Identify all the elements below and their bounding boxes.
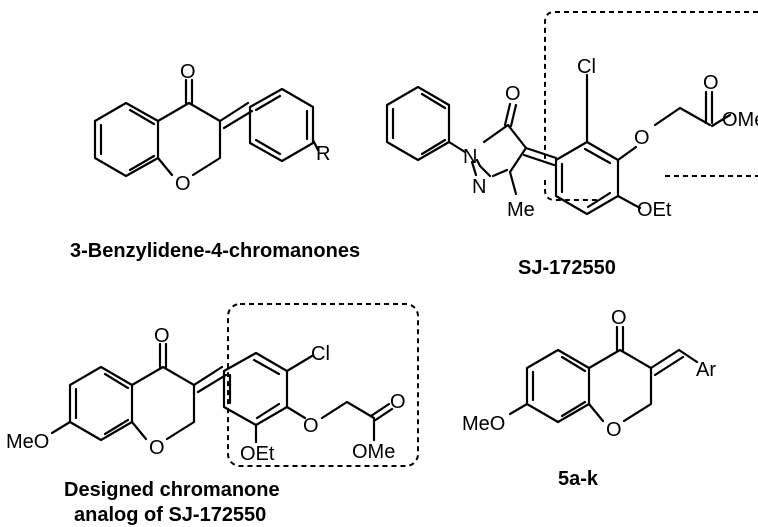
carbonyl-bond [158,342,168,369]
atom-cl: Cl [311,343,330,365]
benzo-ring [68,365,134,442]
atom-n1: N [463,146,477,168]
atom-o-carbonyl: O [611,307,627,329]
atom-o-carbonyl: O [180,61,196,83]
atom-ome: OMe [352,441,395,463]
atom-r-group: R [316,143,330,165]
sj-highlight-box [544,11,758,162]
caption-designed-line2: analog of SJ-172550 [74,504,266,526]
meo-bond [50,420,72,435]
carbonyl-bond [615,325,625,352]
caption-5a-k: 5a-k [558,468,599,490]
phenyl-ring-double-bonds [391,92,447,156]
sj-exocyclic-double-bond [522,146,558,167]
pyrazolone-ring [475,123,528,178]
aryl-ring-double-bonds [254,94,309,156]
atom-oet: OEt [637,199,672,221]
methyl-bond [508,170,518,196]
ester-carbonyl [704,90,714,125]
aryl-ring-double-bonds [228,358,281,420]
molecule-benzylidene-chromanone: O O R 3-Benzylidene-4-chromanones [70,61,360,262]
exocyclic-double-bond [649,348,685,377]
molecule-sj-172550: O N N Me Cl O O OMe OEt SJ-172550 [385,56,758,279]
atom-o-ether: O [303,415,319,437]
caption-sj-172550: SJ-172550 [518,257,616,279]
pyranone-ring [587,348,653,423]
atom-o-ring: O [175,173,191,195]
n-phenyl-bond [447,140,467,154]
benzo-ring-double-bonds [531,355,587,418]
r-bond [311,138,320,152]
designed-highlight-box [227,303,419,467]
atom-o-carbonyl: O [154,325,170,347]
sj-aryl-ring-double-bonds [560,147,612,209]
sj-highlight-box-bottom [544,180,600,201]
benzo-ring-double-bonds [74,372,130,436]
atom-meo: MeO [6,431,49,453]
caption-benzylidene: 3-Benzylidene-4-chromanones [70,240,360,262]
benzo-ring [93,101,160,178]
cl-bond [285,354,314,373]
atom-o-ring: O [149,437,165,459]
exocyclic-double-bond [218,101,254,130]
atom-o-ring: O [606,419,622,441]
pyrazolone-carbonyl [503,102,518,128]
pyranone-ring [156,101,222,177]
caption-designed-line1: Designed chromanone [64,479,280,501]
atom-o-ester-double: O [703,72,719,94]
oet-bond [616,194,642,210]
exocyclic-double-bond [192,365,228,394]
sj-aryl-ring [554,140,620,216]
atom-o-carbonyl: O [505,83,521,105]
c-n-double-bond [491,168,509,178]
aryl-ring [222,351,289,427]
molecule-series-5a-k: O O MeO Ar 5a-k [462,307,716,490]
atom-methyl: Me [507,199,535,221]
ether-bond [285,405,307,420]
meo-bond [508,402,529,416]
atom-oet: OEt [240,443,275,465]
atom-cl: Cl [577,56,596,78]
benzo-ring-double-bonds [99,108,156,172]
atom-meo: MeO [462,413,505,435]
atom-ome: OMe [722,109,758,131]
aryl-ring [248,87,315,163]
ar-bond [677,348,699,364]
pyranone-ring [130,365,196,441]
atom-o-ether: O [634,127,650,149]
ether-chain [320,400,376,420]
n-n-bond [470,160,478,177]
molecule-designed-analog: O O MeO Cl O O OMe OEt Designed chromano… [6,303,419,526]
carbonyl-bond [184,78,194,105]
atom-ar: Ar [696,359,716,381]
ether-bond [616,145,638,162]
ether-chain [653,106,712,127]
atom-n2: N [472,176,486,198]
phenyl-ring [385,85,451,162]
benzo-ring [525,348,591,424]
ester-ome-bond [710,113,732,128]
ester-carbonyl [369,402,394,423]
atom-o-ester-double: O [390,391,406,413]
